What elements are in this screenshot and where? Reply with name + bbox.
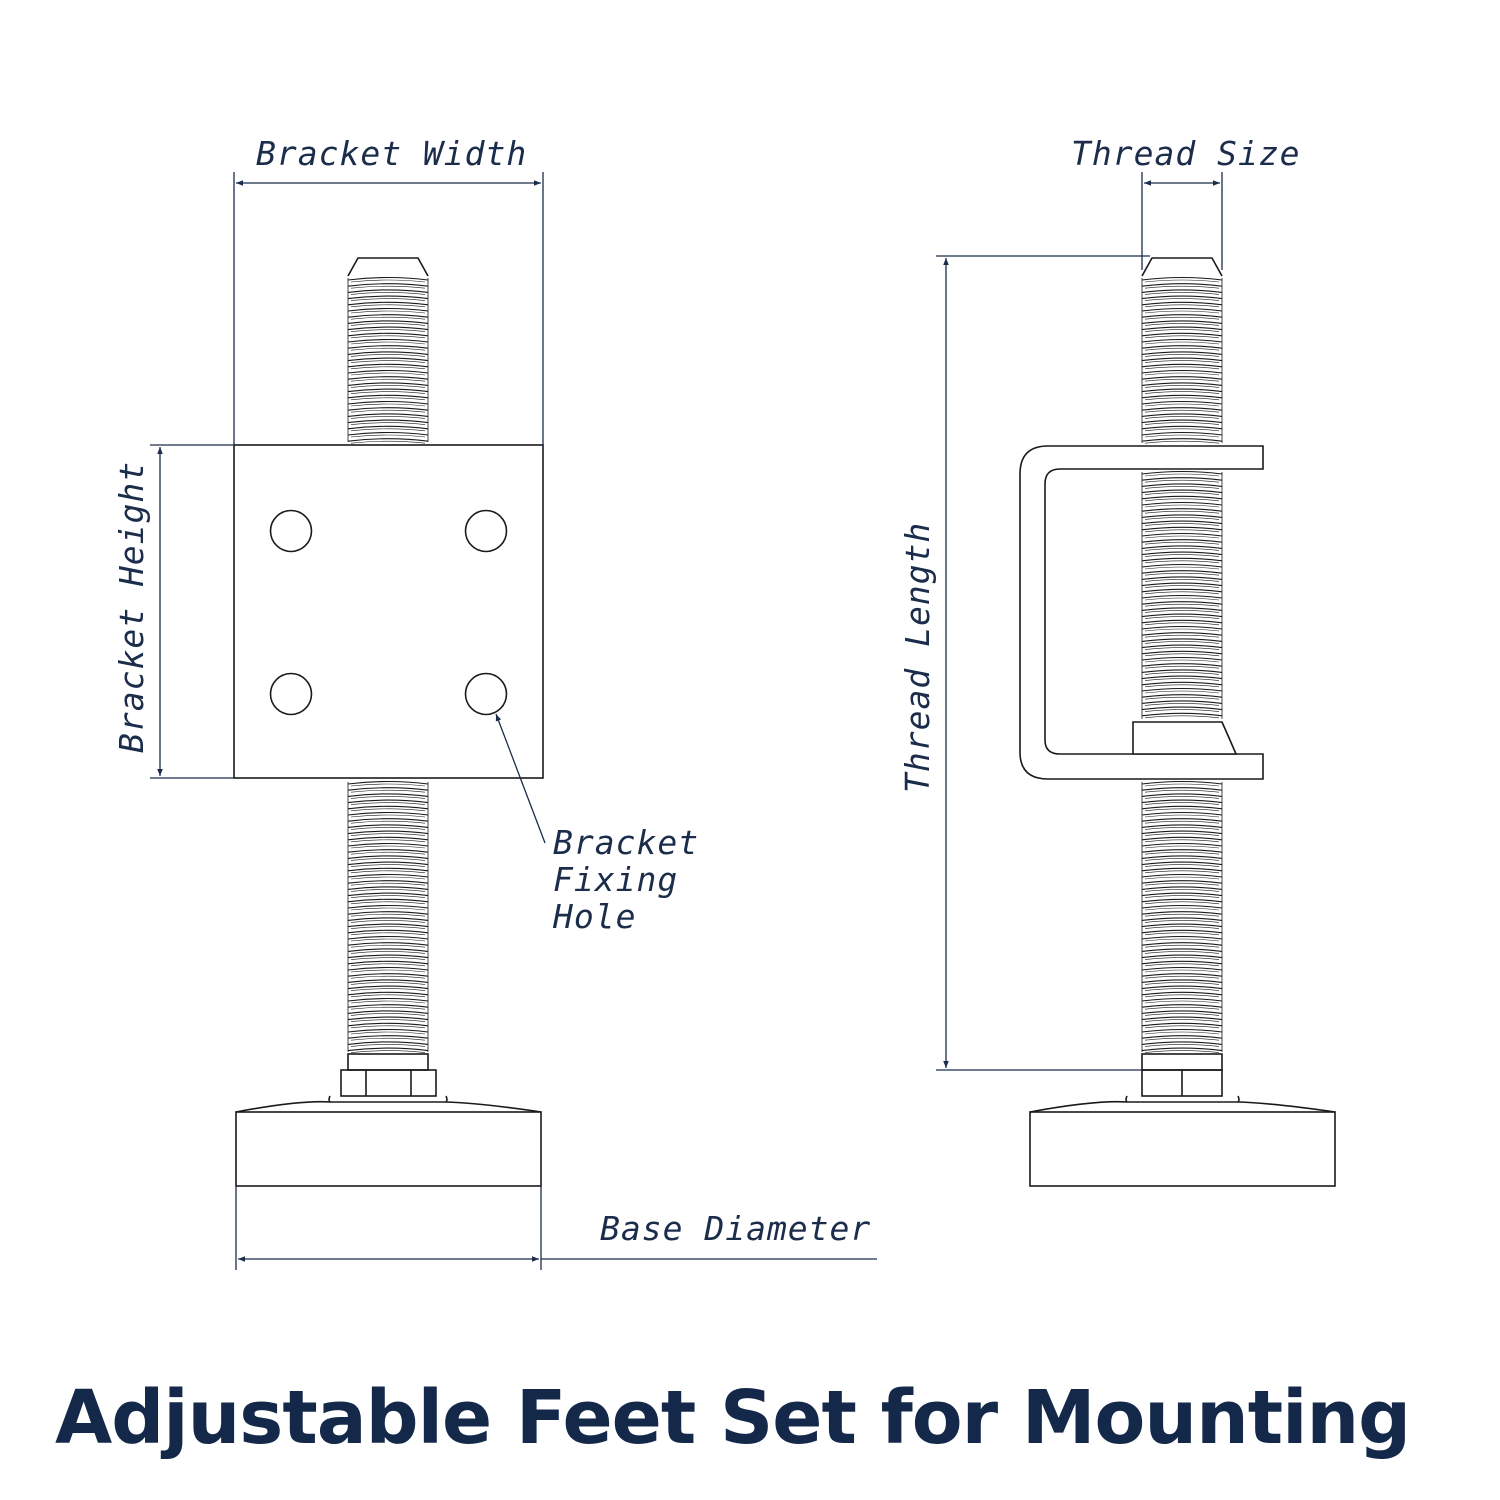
thread-tip-right [1141,257,1223,277]
bracket-height-label: Bracket Height [112,461,151,753]
lock-nut [1132,721,1238,755]
c-bracket [1019,445,1264,780]
base-diameter-label: Base Diameter [600,1209,871,1248]
thread-lower-right [1141,780,1223,1053]
thread-collar-left [347,1053,429,1071]
fixing-hole-label-line-2: Fixing [553,860,678,899]
fixing-hole-top-left [269,509,313,553]
fixing-hole-bottom-right [464,672,508,716]
page-title: Adjustable Feet Set for Mounting [55,1375,1411,1461]
thread-upper-right [1141,276,1223,444]
thread-tip-left [347,257,429,277]
bracket-width-label: Bracket Width [256,134,527,173]
thread-length-label: Thread Length [898,522,937,793]
hex-nut-right [1141,1069,1223,1097]
fixing-hole-top-right [464,509,508,553]
base-pad-right [1029,1095,1336,1187]
side-view [1019,257,1336,1187]
bracket-height-dimension [150,444,234,779]
thread-length-dimension [936,255,1150,1071]
thread-lower-left [347,780,429,1053]
thread-inside-bracket [1141,470,1223,719]
fixing-hole-label-line-3: Hole [552,897,636,936]
bracket-width-dimension [233,172,544,445]
bracket-fixing-hole-label: Bracket Fixing Hole [552,823,720,936]
thread-size-label: Thread Size [1071,134,1301,173]
fixing-hole-leader [495,713,546,844]
base-pad-left [235,1095,542,1187]
fixing-hole-label-line-1: Bracket [553,823,699,862]
thread-size-dimension [1141,172,1223,270]
hex-nut-left [340,1069,437,1097]
base-diameter-dimension [235,1186,877,1270]
thread-collar-right [1141,1053,1223,1071]
bracket-plate [233,444,544,779]
front-view [233,257,544,1187]
fixing-hole-bottom-left [269,672,313,716]
thread-upper-left [347,276,429,444]
